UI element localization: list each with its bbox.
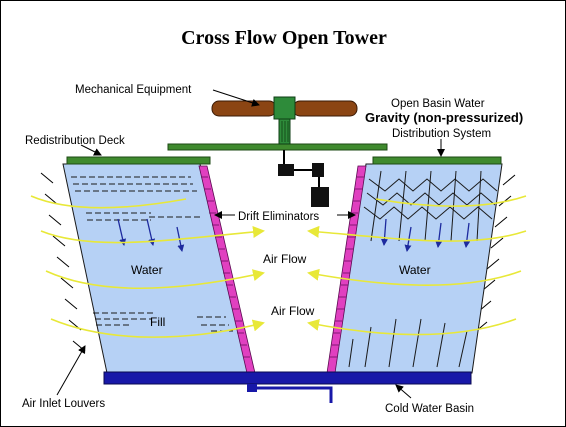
- leader-mechanical-equipment: [212, 89, 260, 107]
- fill-media-right: [332, 163, 503, 374]
- motor: [311, 187, 329, 207]
- label-cold-water-basin: Cold Water Basin: [385, 403, 474, 415]
- fill-media-left: [62, 163, 250, 374]
- label-redistribution-deck: Redistribution Deck: [25, 135, 125, 147]
- motor-box: [312, 163, 324, 177]
- gear-box: [278, 164, 294, 176]
- leader-air-inlet-louvers: [56, 345, 86, 396]
- label-air-flow-upper: Air Flow: [263, 252, 307, 266]
- label-water-right: Water: [399, 263, 431, 277]
- leader-cold-water-basin: [395, 384, 412, 399]
- label-open-basin-water: Open Basin Water: [391, 98, 485, 110]
- label-air-flow-lower: Air Flow: [271, 304, 315, 318]
- mechanical-equipment: [167, 96, 388, 207]
- fan-deck: [167, 143, 388, 151]
- label-water-left: Water: [131, 263, 163, 277]
- label-drift-eliminators: Drift Eliminators: [238, 211, 319, 223]
- fan-hub: [273, 96, 296, 120]
- distribution-deck-right: [372, 156, 502, 165]
- air-inlet-louvers-right: [474, 174, 516, 333]
- fan-blade-right: [292, 100, 358, 117]
- cold-water-basin: [103, 371, 472, 403]
- label-mechanical-equipment: Mechanical Equipment: [75, 84, 192, 96]
- label-fill: Fill: [150, 315, 165, 329]
- label-gravity: Gravity (non-pressurized): [365, 110, 523, 125]
- redistribution-deck-left: [66, 156, 211, 165]
- diagram-title: Cross Flow Open Tower: [181, 27, 387, 49]
- label-air-inlet-louvers: Air Inlet Louvers: [22, 398, 105, 410]
- fan-blade-left: [211, 100, 277, 117]
- motor-shaft: [278, 118, 291, 145]
- label-distribution-system: Distribution System: [392, 128, 491, 140]
- air-flow-streams: [30, 195, 527, 338]
- leader-redistribution-deck: [80, 144, 102, 156]
